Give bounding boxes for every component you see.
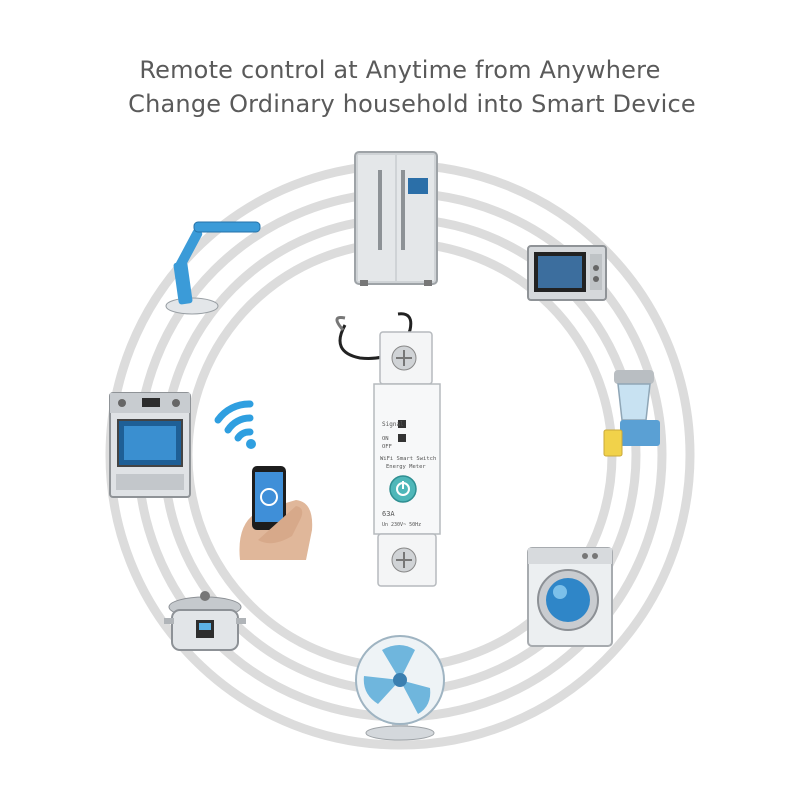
- refrigerator-icon: [354, 151, 438, 286]
- desk-lamp-icon: [165, 221, 261, 315]
- signal-label: Signal: [382, 421, 404, 428]
- on-label: ON: [382, 436, 389, 442]
- smart-switch-device: Signal ON OFF WiFi Smart Switch Energy M…: [335, 312, 441, 587]
- headline-line-1: Remote control at Anytime from Anywhere: [139, 56, 661, 84]
- fan-icon: [355, 635, 445, 741]
- washing-machine-icon: [527, 547, 613, 647]
- device-description-1: WiFi Smart Switch: [380, 456, 436, 462]
- rating-label: 63A: [382, 510, 395, 518]
- spec-label: Un 230V~ 50Hz: [382, 522, 421, 528]
- device-description-2: Energy Meter: [386, 464, 426, 470]
- smartphone-hand-icon: [239, 466, 313, 560]
- wifi-dot: [246, 439, 256, 449]
- off-label: OFF: [382, 444, 392, 450]
- oven-icon: [109, 392, 191, 498]
- juicer-icon: [603, 370, 660, 457]
- wifi-icon: [214, 400, 254, 442]
- headline-line-2: Change Ordinary household into Smart Dev…: [128, 90, 696, 118]
- rice-cooker-icon: [164, 591, 246, 651]
- microwave-icon: [527, 245, 607, 301]
